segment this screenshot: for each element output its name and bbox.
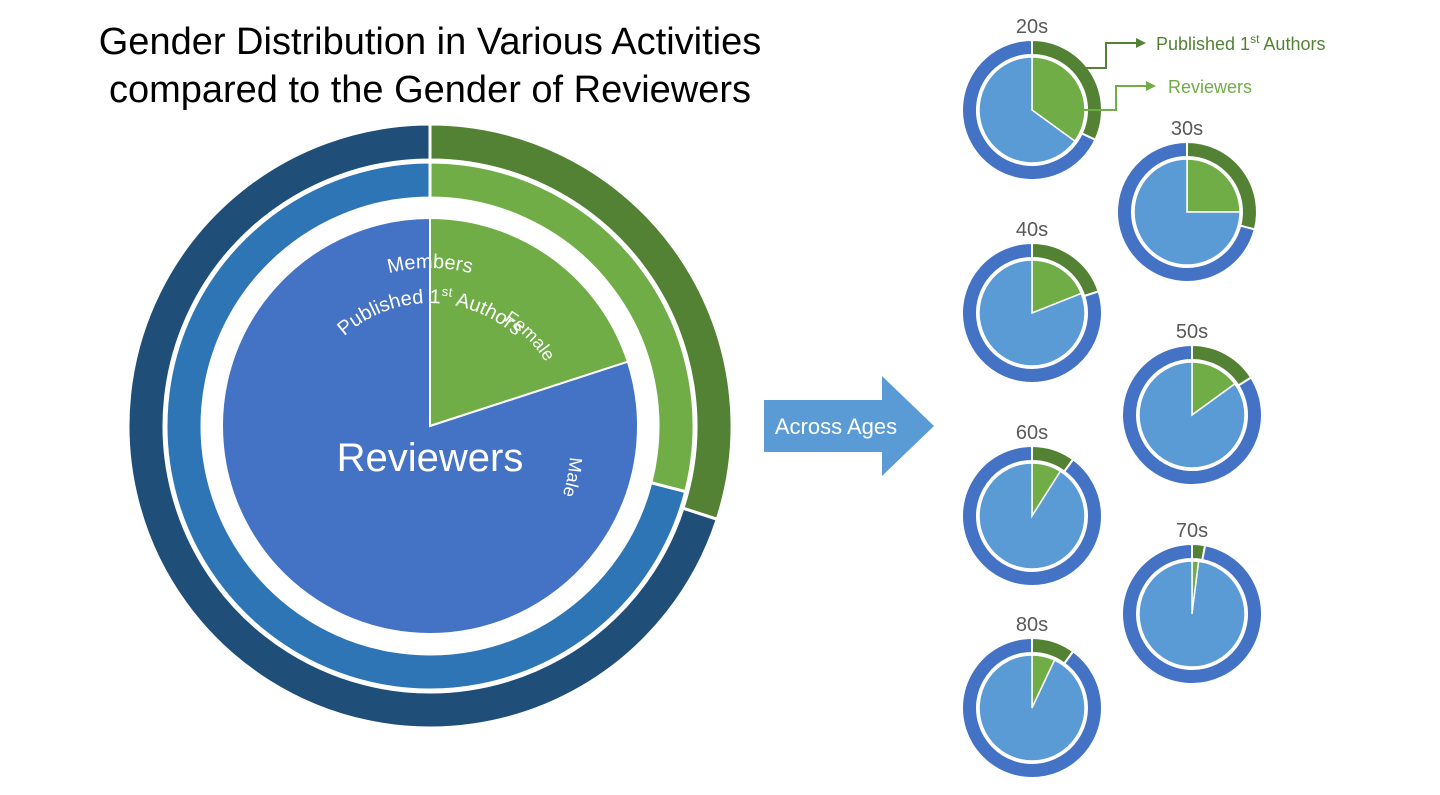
age-donuts: 20s 30s 40s 50s 60s 70s 80s bbox=[960, 16, 1264, 780]
members-male-arc bbox=[126, 122, 720, 730]
age-label: 60s bbox=[1016, 422, 1048, 444]
legend-reviewers-label: Reviewers bbox=[1168, 77, 1252, 97]
age-label: 80s bbox=[1016, 614, 1048, 636]
published-male-arc bbox=[961, 38, 1097, 181]
across-ages-arrow: Across Ages bbox=[764, 376, 934, 476]
reviewers-male-slice bbox=[978, 462, 1086, 570]
reviewers-female-slice bbox=[1031, 56, 1086, 143]
published-male-arc bbox=[961, 636, 1103, 779]
arrow-label: Across Ages bbox=[775, 414, 897, 439]
reviewers-male-slice bbox=[1138, 361, 1246, 469]
legend-connector-reviewers bbox=[1078, 85, 1148, 111]
age-label: 20s bbox=[1016, 16, 1048, 38]
legend-connector-published bbox=[1072, 42, 1138, 69]
legend-published-label: Published 1st Authors bbox=[1156, 32, 1325, 54]
age-label: 40s bbox=[1016, 219, 1048, 241]
title-line-1: Gender Distribution in Various Activitie… bbox=[98, 21, 762, 63]
reviewers-male-slice bbox=[978, 654, 1086, 762]
authors-male-arc bbox=[164, 160, 688, 692]
reviewers-female-slice bbox=[1031, 259, 1083, 315]
small-donut-legend: Published 1st Authors Reviewers bbox=[1072, 32, 1325, 111]
age-donut-80s: 80s bbox=[960, 614, 1104, 780]
published-male-arc bbox=[961, 444, 1103, 587]
reviewers-male-slice bbox=[1133, 158, 1241, 266]
reviewers-male-slice bbox=[1138, 560, 1246, 668]
age-donut-60s: 60s bbox=[960, 422, 1104, 588]
age-label: 50s bbox=[1176, 321, 1208, 343]
published-male-arc bbox=[1116, 140, 1257, 283]
arrow-shape bbox=[764, 376, 934, 476]
reviewers-male-slice bbox=[978, 259, 1086, 367]
reviewers-female-slice bbox=[1186, 158, 1241, 213]
published-male-arc bbox=[960, 241, 1103, 384]
age-donut-20s: 20s bbox=[960, 16, 1104, 182]
legend-arrowhead-published bbox=[1136, 38, 1146, 48]
age-donut-70s: 70s bbox=[1120, 520, 1264, 686]
age-donut-40s: 40s bbox=[960, 219, 1104, 385]
age-label: 70s bbox=[1176, 520, 1208, 542]
age-label: 30s bbox=[1171, 118, 1203, 140]
reviewers-male-slice bbox=[978, 56, 1076, 164]
chart-title: Gender Distribution in Various Activitie… bbox=[30, 18, 830, 114]
reviewers-female-slice bbox=[1191, 361, 1236, 417]
reviewers-male-slice bbox=[221, 216, 639, 635]
main-nested-donut bbox=[126, 122, 734, 730]
published-male-arc bbox=[1121, 542, 1264, 685]
age-donut-50s: 50s bbox=[1120, 321, 1264, 487]
title-line-2: compared to the Gender of Reviewers bbox=[108, 69, 752, 111]
reviewers-female-slice bbox=[429, 216, 630, 428]
legend-arrowhead-reviewers bbox=[1146, 81, 1156, 91]
published-male-arc bbox=[1121, 343, 1263, 486]
age-donut-30s: 30s bbox=[1115, 118, 1259, 284]
reviewers-center-label: Reviewers bbox=[337, 436, 524, 480]
